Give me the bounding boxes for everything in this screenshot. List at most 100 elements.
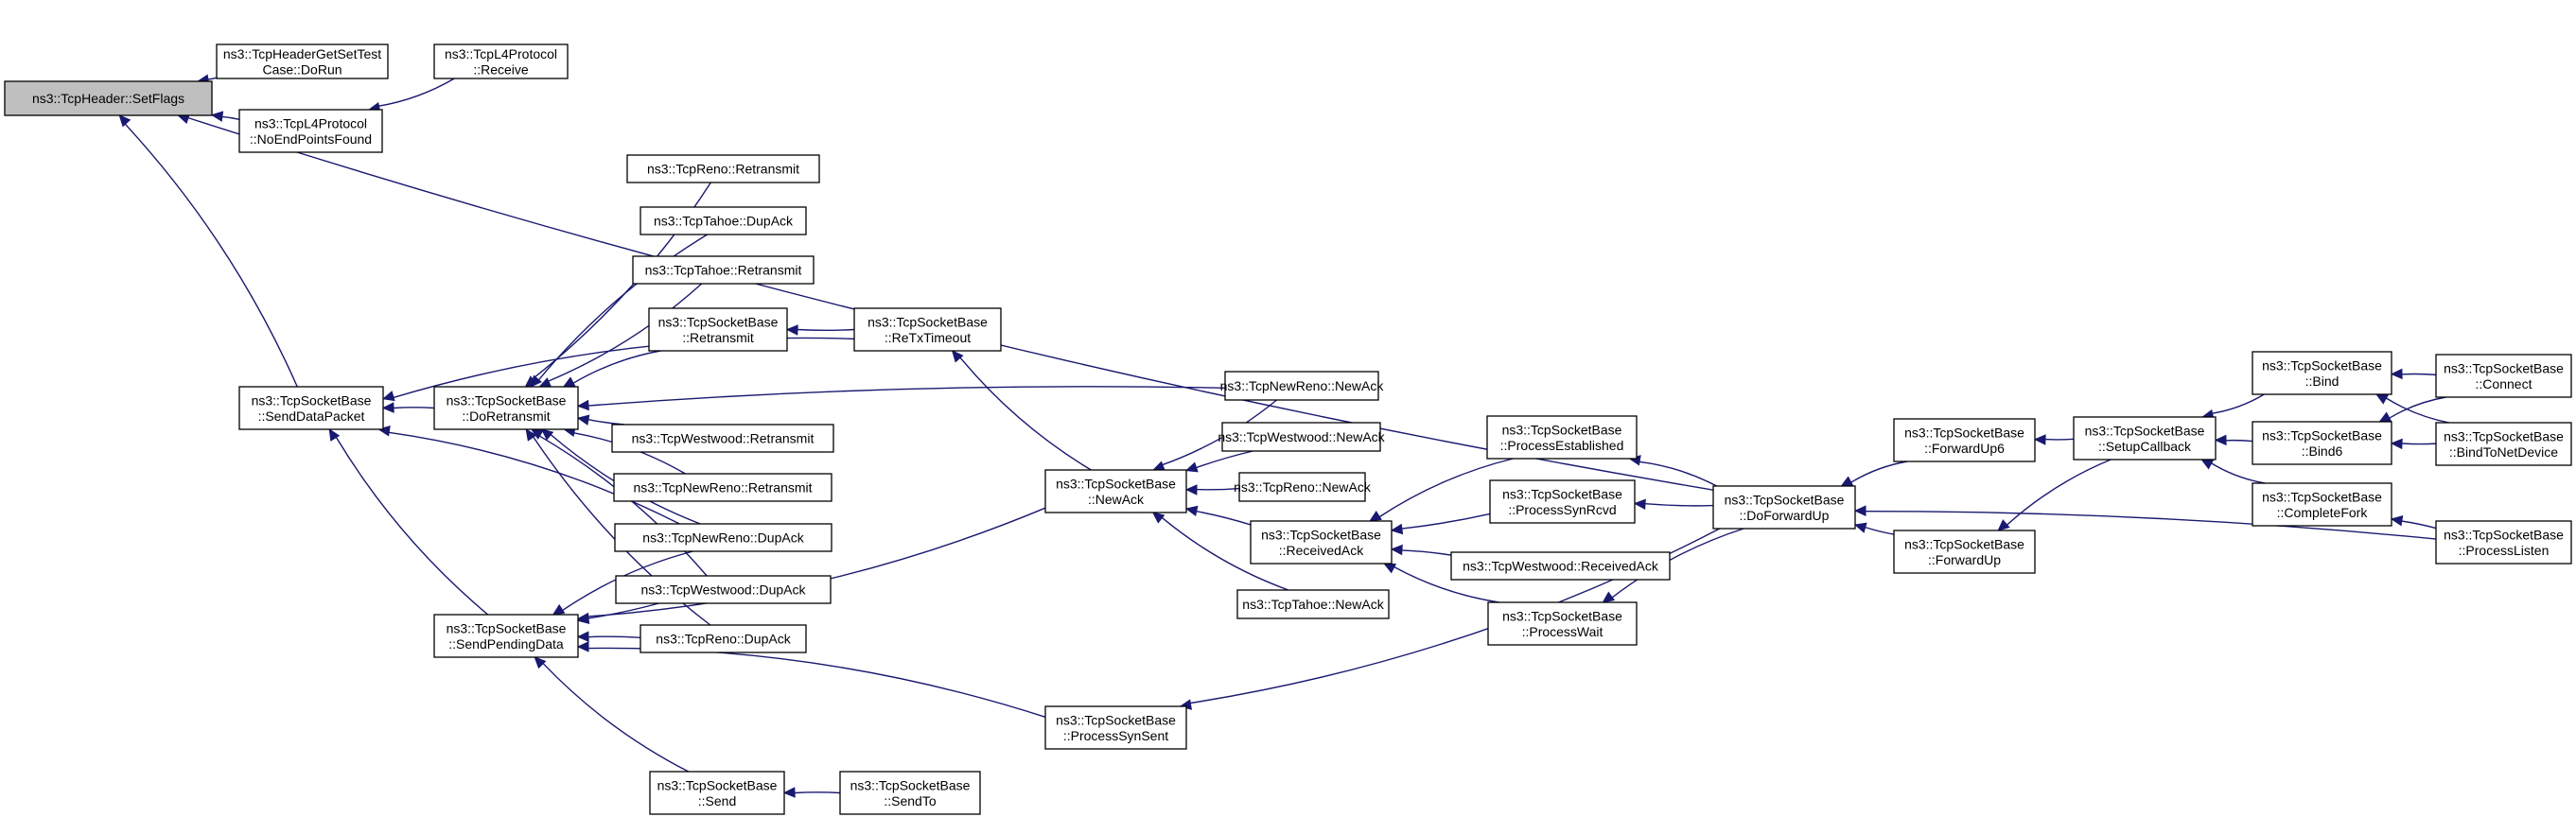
graph-edge-setupcallback-to-forwardup6 <box>2033 434 2075 445</box>
graph-node-senddatapacket[interactable]: ns3::TcpSocketBase::SendDataPacket <box>238 386 384 430</box>
graph-node-connect[interactable]: ns3::TcpSocketBase::Connect <box>2435 354 2572 398</box>
node-label: ns3::TcpTahoe::NewAck <box>1242 597 1384 612</box>
graph-node-forwardup6[interactable]: ns3::TcpSocketBase::ForwardUp6 <box>1893 418 2036 462</box>
node-label: ::Send <box>698 793 736 808</box>
graph-node-newrenodup[interactable]: ns3::TcpNewReno::DupAck <box>614 523 832 552</box>
graph-node-completefork[interactable]: ns3::TcpSocketBase::CompleteFork <box>2252 482 2392 527</box>
graph-edge-bind6-to-setupcallback <box>2214 434 2253 446</box>
node-label: ns3::TcpL4Protocol <box>445 46 557 61</box>
edge-line <box>587 386 1226 407</box>
node-box <box>1487 601 1638 646</box>
graph-node-westretx[interactable]: ns3::TcpWestwood::Retransmit <box>611 424 834 453</box>
node-label: ns3::TcpWestwood::NewAck <box>1218 429 1385 444</box>
edge-line <box>2211 462 2266 484</box>
edge-line <box>1196 450 1253 469</box>
graph-node-bindtonetdevice[interactable]: ns3::TcpSocketBase::BindToNetDevice <box>2435 422 2572 466</box>
edge-arrowhead <box>2378 411 2392 423</box>
edge-line <box>572 350 661 384</box>
graph-node-westreceivedack[interactable]: ns3::TcpWestwood::ReceivedAck <box>1450 551 1671 581</box>
graph-node-bind[interactable]: ns3::TcpSocketBase::Bind <box>2252 351 2392 395</box>
edge-line <box>1638 461 1717 487</box>
edge-line <box>221 115 240 121</box>
graph-node-noendpoints[interactable]: ns3::TcpL4Protocol::NoEndPointsFound <box>238 109 383 153</box>
edge-arrowhead <box>1383 563 1397 574</box>
nodes-layer: ns3::TcpHeader::SetFlagsns3::TcpHeaderGe… <box>4 43 2572 815</box>
graph-node-sendpendingdata[interactable]: ns3::TcpSocketBase::SendPendingData <box>433 614 579 658</box>
node-label: ns3::TcpSocketBase <box>447 620 567 635</box>
graph-node-sbretransmit[interactable]: ns3::TcpSocketBase::Retransmit <box>648 307 788 352</box>
node-box <box>1236 589 1390 619</box>
graph-node-send[interactable]: ns3::TcpSocketBase::Send <box>649 771 785 815</box>
graph-node-tahoenewack[interactable]: ns3::TcpTahoe::NewAck <box>1236 589 1390 619</box>
edge-line <box>587 635 641 639</box>
graph-edge-bindtonetdevice-to-bind6 <box>2390 438 2437 450</box>
edge-line <box>587 647 1046 718</box>
edge-line <box>2225 439 2253 443</box>
edge-arrowhead <box>1184 484 1198 495</box>
node-box <box>433 43 569 79</box>
graph-node-newack[interactable]: ns3::TcpSocketBase::NewAck <box>1044 469 1187 513</box>
edge-arrowhead <box>951 350 964 363</box>
node-label: ::ProcessWait <box>1522 624 1603 639</box>
edge-arrowhead <box>576 612 589 624</box>
graph-node-receivedack[interactable]: ns3::TcpSocketBase::ReceivedAck <box>1250 520 1393 565</box>
graph-node-tahoeretx[interactable]: ns3::TcpTahoe::Retransmit <box>632 255 815 285</box>
node-box <box>611 424 834 453</box>
graph-edge-l4receive-to-noendpoints <box>367 78 455 113</box>
graph-node-newrenonewack[interactable]: ns3::TcpNewReno::NewAck <box>1220 371 1385 401</box>
node-box <box>2252 482 2392 527</box>
edge-arrowhead <box>381 402 394 413</box>
graph-node-sendto[interactable]: ns3::TcpSocketBase::SendTo <box>839 771 981 815</box>
graph-edge-send-to-sendpendingdata <box>534 656 690 773</box>
node-box <box>2073 416 2217 461</box>
edge-arrowhead <box>525 428 537 442</box>
graph-node-forwardup[interactable]: ns3::TcpSocketBase::ForwardUp <box>1893 530 2036 574</box>
graph-node-tahoedup[interactable]: ns3::TcpTahoe::DupAck <box>640 206 807 235</box>
graph-node-doretransmit[interactable]: ns3::TcpSocketBase::DoRetransmit <box>433 386 579 430</box>
graph-node-renonewack[interactable]: ns3::TcpReno::NewAck <box>1234 472 1372 502</box>
graph-node-procestablished[interactable]: ns3::TcpSocketBase::ProcessEstablished <box>1486 415 1638 460</box>
graph-edge-doforwardup-to-procsynrcvd <box>1633 498 1714 511</box>
graph-node-newrenoretx[interactable]: ns3::TcpNewReno::Retransmit <box>613 473 832 502</box>
graph-node-processlisten[interactable]: ns3::TcpSocketBase::ProcessListen <box>2435 520 2572 565</box>
graph-node-setupcallback[interactable]: ns3::TcpSocketBase::SetupCallback <box>2073 416 2217 461</box>
edge-arrowhead <box>2033 434 2046 445</box>
graph-node-l4receive[interactable]: ns3::TcpL4Protocol::Receive <box>433 43 569 79</box>
node-label: ::ProcessEstablished <box>1500 438 1624 453</box>
edge-line <box>2389 396 2446 419</box>
graph-edge-procestablished-to-receivedack <box>1369 458 1514 522</box>
node-box <box>2435 520 2572 565</box>
edge-line <box>587 418 625 426</box>
graph-edge-doretransmit-to-senddatapacket <box>381 402 435 413</box>
graph-edge-connect-to-bind <box>2390 368 2437 380</box>
edge-arrowhead <box>782 787 796 798</box>
graph-node-procsynrcvd[interactable]: ns3::TcpSocketBase::ProcessSynRcvd <box>1489 479 1636 524</box>
graph-node-procwait[interactable]: ns3::TcpSocketBase::ProcessWait <box>1487 601 1638 646</box>
node-label: ::SetupCallback <box>2098 439 2192 454</box>
node-label: ns3::TcpSocketBase <box>252 392 372 408</box>
node-box <box>640 206 807 235</box>
graph-node-processsynsent[interactable]: ns3::TcpSocketBase::ProcessSynSent <box>1044 705 1187 750</box>
node-label: ::SendPendingData <box>448 636 564 652</box>
edge-line <box>533 436 711 626</box>
edge-line <box>1644 503 1714 507</box>
edge-arrowhead <box>576 399 589 411</box>
graph-edge-westnewack-to-newack <box>1184 450 1253 473</box>
node-box <box>2252 421 2392 465</box>
edge-arrowhead <box>1184 461 1199 473</box>
graph-node-westdup[interactable]: ns3::TcpWestwood::DupAck <box>615 575 832 604</box>
graph-node-westnewack[interactable]: ns3::TcpWestwood::NewAck <box>1218 422 1386 452</box>
edge-line <box>1611 528 1744 599</box>
graph-node-retxtimeout[interactable]: ns3::TcpSocketBase::ReTxTimeout <box>853 307 1002 352</box>
edge-line <box>1865 526 1895 535</box>
edge-arrowhead <box>1390 523 1404 535</box>
node-label: ns3::TcpSocketBase <box>2262 427 2382 443</box>
graph-node-renoretx[interactable]: ns3::TcpReno::Retransmit <box>626 154 820 183</box>
edge-line <box>2006 459 2112 526</box>
node-label: ns3::TcpNewReno::DupAck <box>642 530 804 546</box>
graph-node-doforwardup[interactable]: ns3::TcpSocketBase::DoForwardUp <box>1712 485 1856 530</box>
graph-node-renodup[interactable]: ns3::TcpReno::DupAck <box>640 624 807 653</box>
edge-arrowhead <box>118 114 131 128</box>
graph-node-bind6[interactable]: ns3::TcpSocketBase::Bind6 <box>2252 421 2392 465</box>
